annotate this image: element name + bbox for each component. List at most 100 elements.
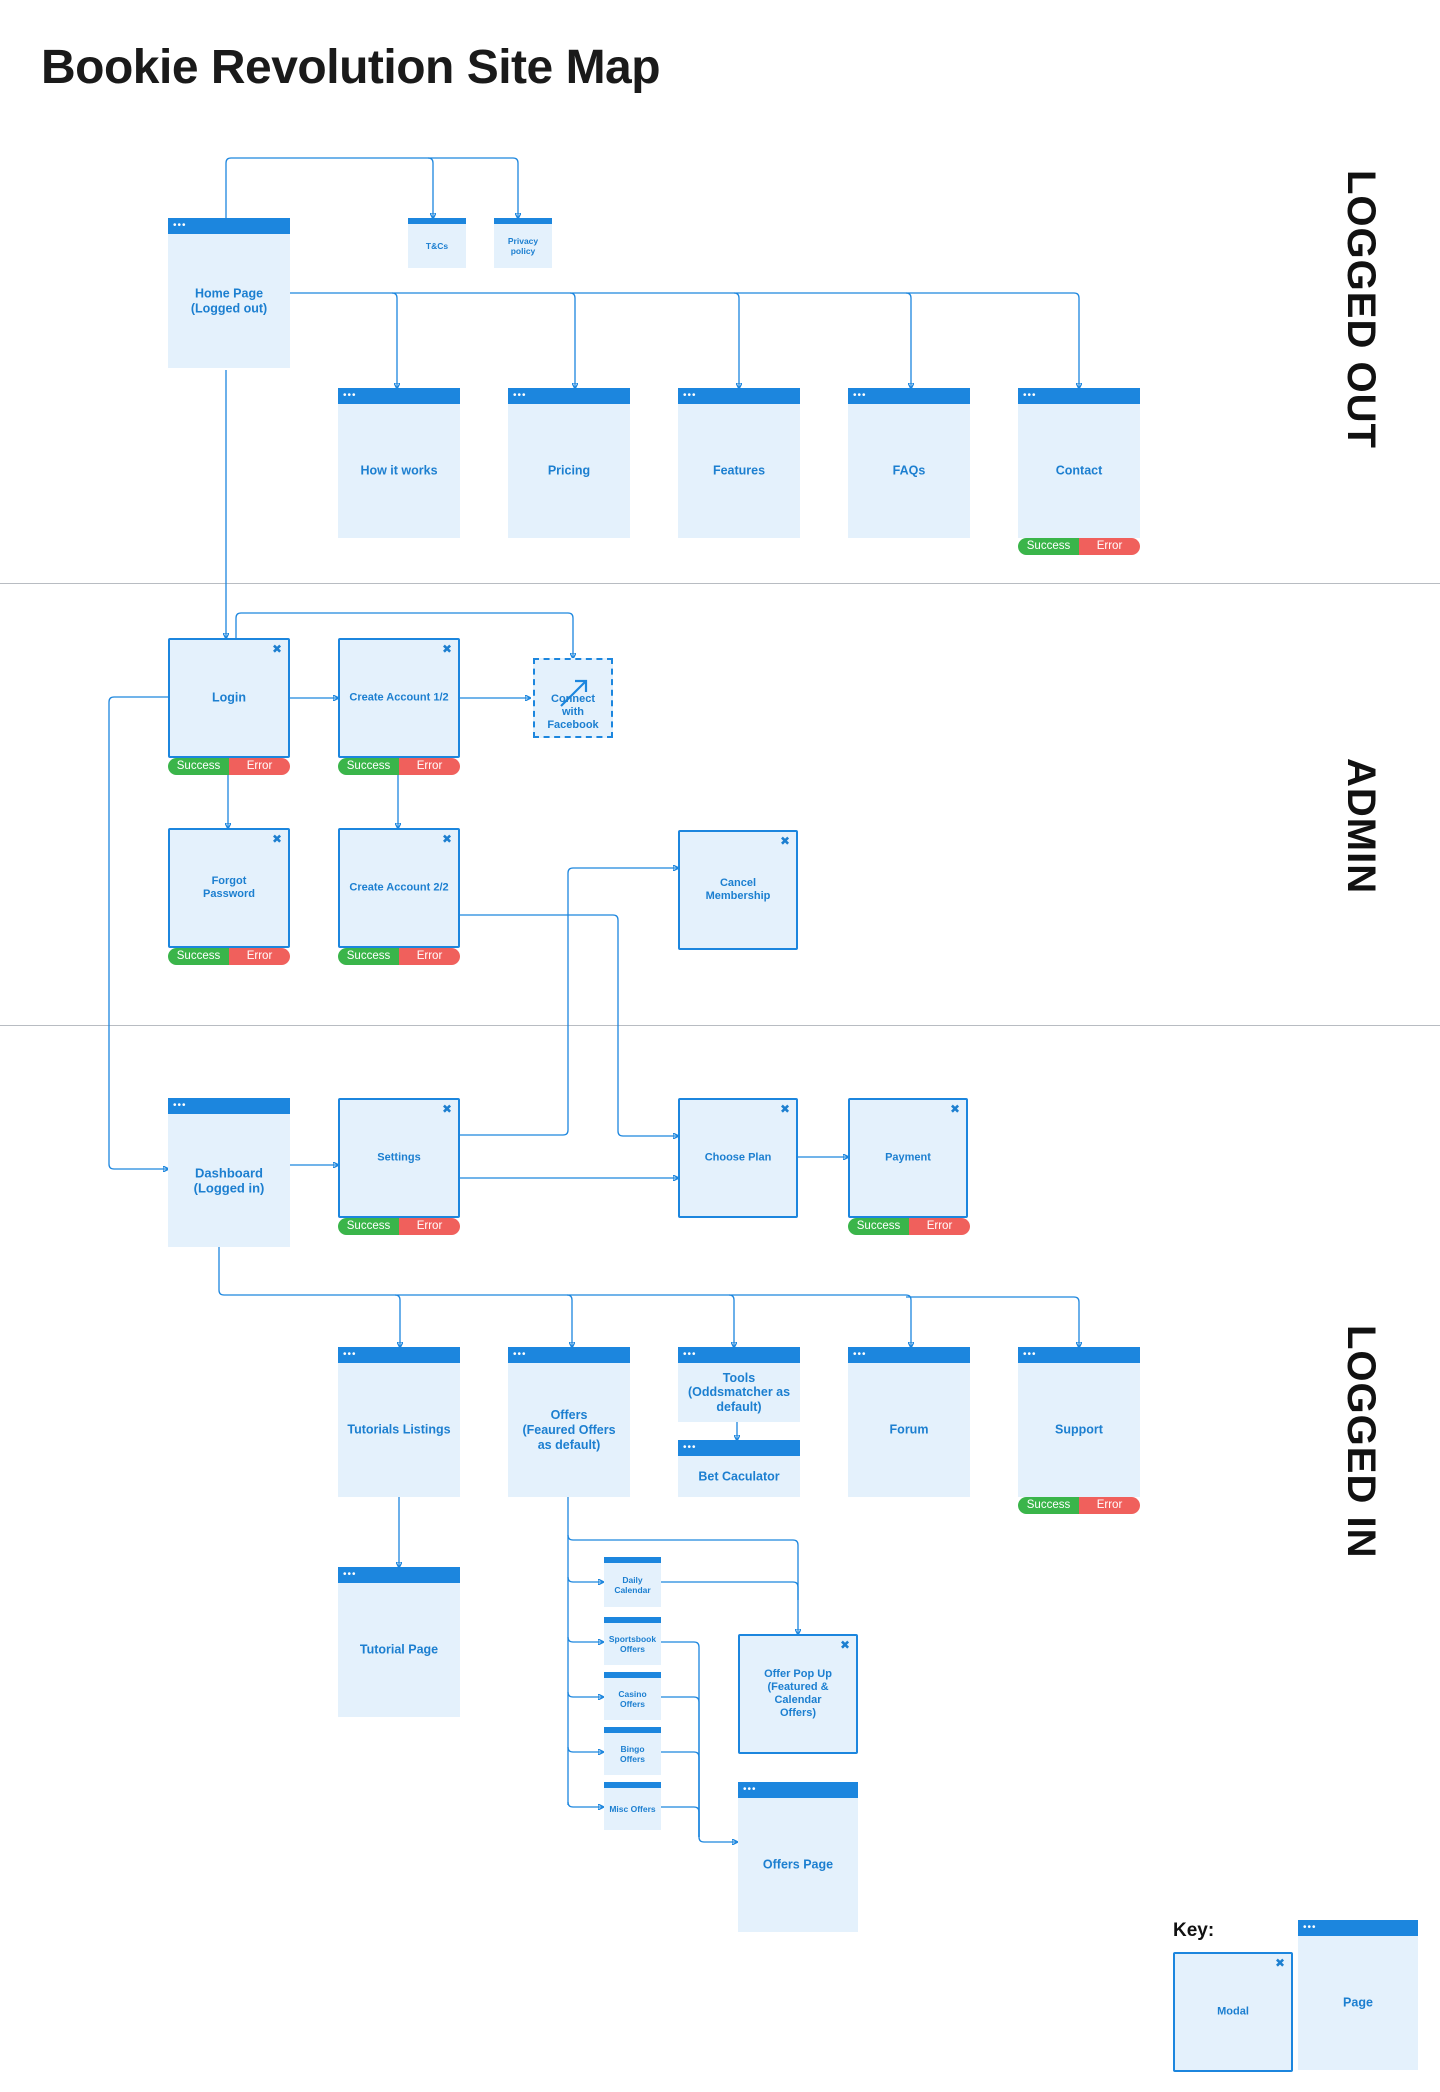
node-settings[interactable]: ✖ Settings: [338, 1098, 460, 1218]
node-bingo-offers[interactable]: Bingo Offers: [604, 1727, 661, 1775]
node-label: Casino Offers: [618, 1688, 647, 1709]
node-cancel-membership[interactable]: ✖ Cancel Membership: [678, 830, 798, 950]
link-dashboard-tutorials: [218, 1247, 400, 1347]
settings-success-badge: Success: [338, 1218, 399, 1235]
node-faqs[interactable]: FAQs: [848, 388, 970, 538]
link-home-pricing: [392, 292, 575, 388]
key-title: Key:: [1173, 1920, 1215, 1941]
node-how-it-works[interactable]: How it works: [338, 388, 460, 538]
node-forum[interactable]: Forum: [848, 1347, 970, 1497]
node-payment[interactable]: ✖ Payment: [848, 1098, 968, 1218]
close-icon: ✖: [839, 1638, 850, 1652]
node-bet-calculator[interactable]: Bet Caculator: [678, 1440, 800, 1497]
forgot-password-success-badge: Success: [168, 948, 229, 965]
section-divider-bottom: [0, 1025, 1440, 1026]
key-modal-label: Modal: [1217, 2005, 1249, 2018]
close-icon: ✖: [441, 832, 452, 846]
node-label: Create Account 2/2: [349, 881, 449, 894]
link-home-tcs: [225, 157, 433, 218]
node-label: How it works: [360, 463, 438, 478]
node-label: Bingo Offers: [619, 1743, 646, 1764]
link-dashboard-offers: [395, 1294, 572, 1347]
link-offers-sportsbook: [567, 1636, 603, 1642]
node-support[interactable]: Support: [1018, 1347, 1140, 1497]
link-settings-cancel: [460, 868, 678, 1136]
node-label: Choose Plan: [704, 1151, 772, 1164]
node-label: Forgot Password: [203, 875, 255, 900]
link-home-features: [570, 292, 739, 388]
link-dashboard-tools: [567, 1294, 734, 1347]
node-forgot-password[interactable]: ✖ Forgot Password: [168, 828, 290, 948]
link-home-privacy: [428, 157, 518, 218]
node-label: Connect with Facebook: [547, 693, 599, 732]
node-offer-popup[interactable]: ✖ Offer Pop Up (Featured & Calendar Offe…: [738, 1634, 858, 1754]
node-create-account-2[interactable]: ✖ Create Account 2/2: [338, 828, 460, 948]
node-create-account-1[interactable]: ✖ Create Account 1/2: [338, 638, 460, 758]
key-page-label: Page: [1343, 1995, 1373, 2010]
link-dashboard-support: [906, 1296, 1079, 1347]
node-misc-offers[interactable]: Misc Offers: [604, 1782, 661, 1830]
node-choose-plan[interactable]: ✖ Choose Plan: [678, 1098, 798, 1218]
link-home-how: [290, 292, 397, 388]
payment-success-badge: Success: [848, 1218, 909, 1235]
node-tutorial-page[interactable]: Tutorial Page: [338, 1567, 460, 1717]
login-error-badge: Error: [229, 758, 290, 775]
node-label: Offers Page: [762, 1857, 834, 1872]
contact-success-badge: Success: [1018, 538, 1079, 555]
close-icon: ✖: [441, 1102, 452, 1116]
node-label: Create Account 1/2: [349, 691, 449, 704]
node-label: Tools (Oddsmatcher as default): [687, 1370, 791, 1414]
node-label: Daily Calendar: [614, 1574, 651, 1595]
node-label: Payment: [885, 1151, 931, 1164]
node-label: FAQs: [892, 463, 926, 478]
node-label: Forum: [889, 1422, 929, 1437]
link-offers-daily: [567, 1576, 603, 1582]
create-account-2-success-badge: Success: [338, 948, 399, 965]
node-label: Login: [211, 690, 246, 705]
node-dashboard[interactable]: Dashboard (Logged in): [168, 1098, 290, 1247]
close-icon: ✖: [441, 642, 452, 656]
node-label: Privacy policy: [507, 235, 539, 256]
link-daily-popup: [661, 1581, 799, 1600]
link-bingo-offerspage: [661, 1751, 700, 1837]
key-page: Page: [1298, 1920, 1418, 2070]
close-icon: ✖: [949, 1102, 960, 1116]
node-label: Tutorials Listings: [347, 1422, 451, 1437]
link-create2-chooseplan: [460, 914, 678, 1136]
node-contact[interactable]: Contact: [1018, 388, 1140, 538]
node-label: Settings: [377, 1151, 421, 1164]
node-casino-offers[interactable]: Casino Offers: [604, 1672, 661, 1720]
node-privacy-policy[interactable]: Privacy policy: [494, 218, 552, 268]
section-divider-top: [0, 583, 1440, 584]
node-tools[interactable]: Tools (Oddsmatcher as default): [678, 1347, 800, 1422]
login-success-badge: Success: [168, 758, 229, 775]
node-connect-facebook[interactable]: Connect with Facebook: [533, 658, 613, 738]
close-icon: ✖: [271, 642, 282, 656]
node-tcs[interactable]: T&Cs: [408, 218, 466, 268]
node-home-page[interactable]: Home Page (Logged out): [168, 218, 290, 368]
close-icon: ✖: [271, 832, 282, 846]
link-dashboard-forum: [729, 1294, 911, 1347]
settings-error-badge: Error: [399, 1218, 460, 1235]
node-tutorials-listings[interactable]: Tutorials Listings: [338, 1347, 460, 1497]
link-casino-offerspage: [661, 1696, 700, 1837]
node-offers-page[interactable]: Offers Page: [738, 1782, 858, 1932]
create-account-1-success-badge: Success: [338, 758, 399, 775]
node-label: Home Page (Logged out): [190, 286, 268, 315]
support-success-badge: Success: [1018, 1497, 1079, 1514]
node-daily-calendar[interactable]: Daily Calendar: [604, 1557, 661, 1607]
node-offers[interactable]: Offers (Feaured Offers as default): [508, 1347, 630, 1497]
create-account-1-error-badge: Error: [399, 758, 460, 775]
node-label: Misc Offers: [609, 1803, 656, 1814]
node-features[interactable]: Features: [678, 388, 800, 538]
link-offers-popup: [567, 1534, 798, 1634]
link-offers-misc: [567, 1801, 603, 1807]
node-label: Sportsbook Offers: [608, 1633, 657, 1654]
node-sportsbook-offers[interactable]: Sportsbook Offers: [604, 1617, 661, 1665]
node-label: Contact: [1055, 463, 1103, 478]
node-label: Pricing: [547, 463, 591, 478]
node-login[interactable]: ✖ Login: [168, 638, 290, 758]
node-pricing[interactable]: Pricing: [508, 388, 630, 538]
